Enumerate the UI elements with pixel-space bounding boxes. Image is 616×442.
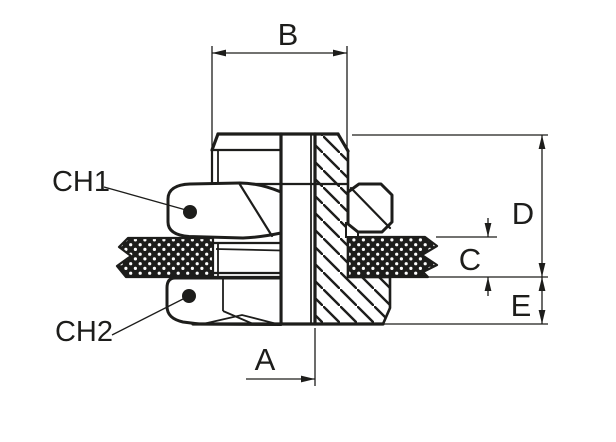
right-nut bbox=[346, 182, 394, 234]
dim-label-a: A bbox=[255, 342, 276, 377]
dimension-D: D bbox=[352, 134, 548, 278]
wall-section-left bbox=[115, 236, 215, 279]
callout-label-ch1: CH1 bbox=[52, 166, 110, 198]
dim-label-c: C bbox=[459, 242, 481, 277]
dim-label-d: D bbox=[512, 196, 534, 231]
ch1-marker-dot bbox=[183, 205, 197, 219]
dimension-C: C bbox=[436, 218, 497, 296]
ch1-nut bbox=[166, 181, 283, 240]
dimension-E: E bbox=[384, 277, 548, 325]
dim-label-b: B bbox=[278, 17, 299, 52]
dimension-B: B bbox=[211, 17, 348, 150]
dimension-A: A bbox=[246, 328, 316, 386]
ch2-marker-dot bbox=[182, 289, 196, 303]
callout-ch2: CH2 bbox=[55, 297, 186, 348]
wall-section-right bbox=[346, 235, 439, 279]
callout-ch1: CH1 bbox=[52, 166, 187, 211]
callout-label-ch2: CH2 bbox=[55, 316, 113, 348]
ch2-nut bbox=[165, 276, 283, 326]
dim-label-e: E bbox=[511, 288, 532, 323]
